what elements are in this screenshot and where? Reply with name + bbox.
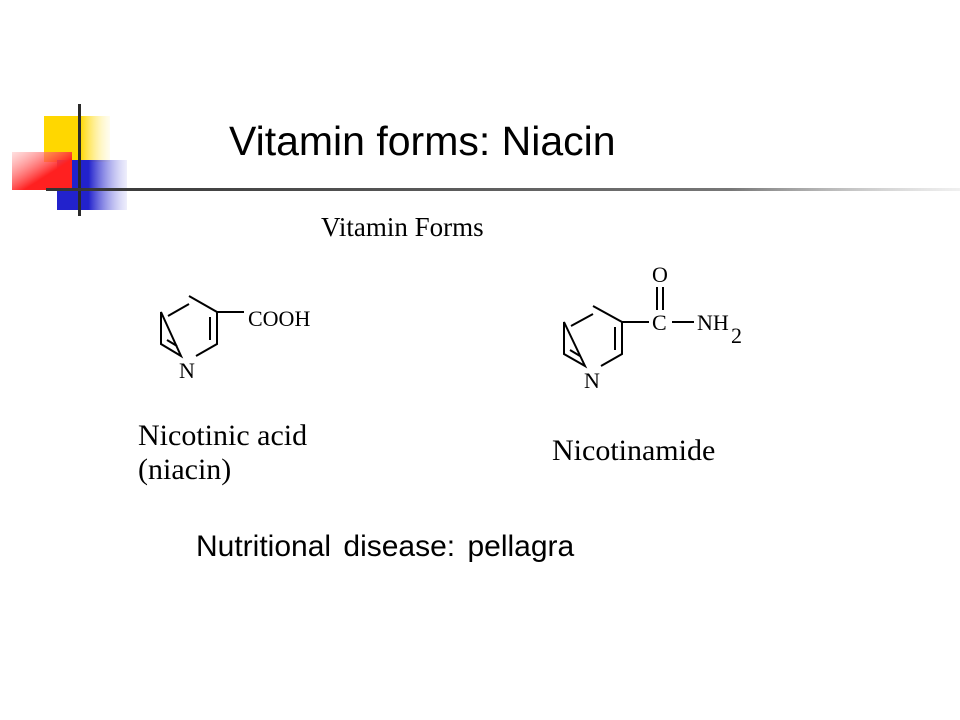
nicotinamide-name: Nicotinamide xyxy=(552,434,715,467)
slide-title: Vitamin forms: Niacin xyxy=(229,118,616,164)
deco-horizontal-line xyxy=(46,188,960,191)
nicotinamide-amine: NH xyxy=(697,310,729,335)
nicotinic-acid-ring-n: N xyxy=(179,358,195,383)
nicotinamide-structure xyxy=(563,287,694,369)
nicotinamide-carbonyl-o: O xyxy=(652,262,668,287)
figure-heading: Vitamin Forms xyxy=(321,212,484,242)
nicotinic-acid-name: Nicotinic acid (niacin) xyxy=(138,419,315,486)
slide-decoration xyxy=(12,104,960,216)
deco-red-square xyxy=(12,152,72,190)
nicotinic-acid-substituent: COOH xyxy=(248,306,310,331)
nicotinic-acid-structure xyxy=(160,295,244,359)
nicotinamide-ring-n: N xyxy=(584,368,600,393)
nicotinamide-amine-subscript: 2 xyxy=(731,323,742,348)
nicotinic-acid-name-line-2: (niacin) xyxy=(138,453,231,486)
nicotinic-acid-name-line-1: Nicotinic acid xyxy=(138,419,307,452)
slide-footer: Nutritional disease: pellagra xyxy=(196,530,575,563)
nicotinamide-carbonyl-c: C xyxy=(652,310,667,335)
deco-vertical-line xyxy=(78,104,81,216)
